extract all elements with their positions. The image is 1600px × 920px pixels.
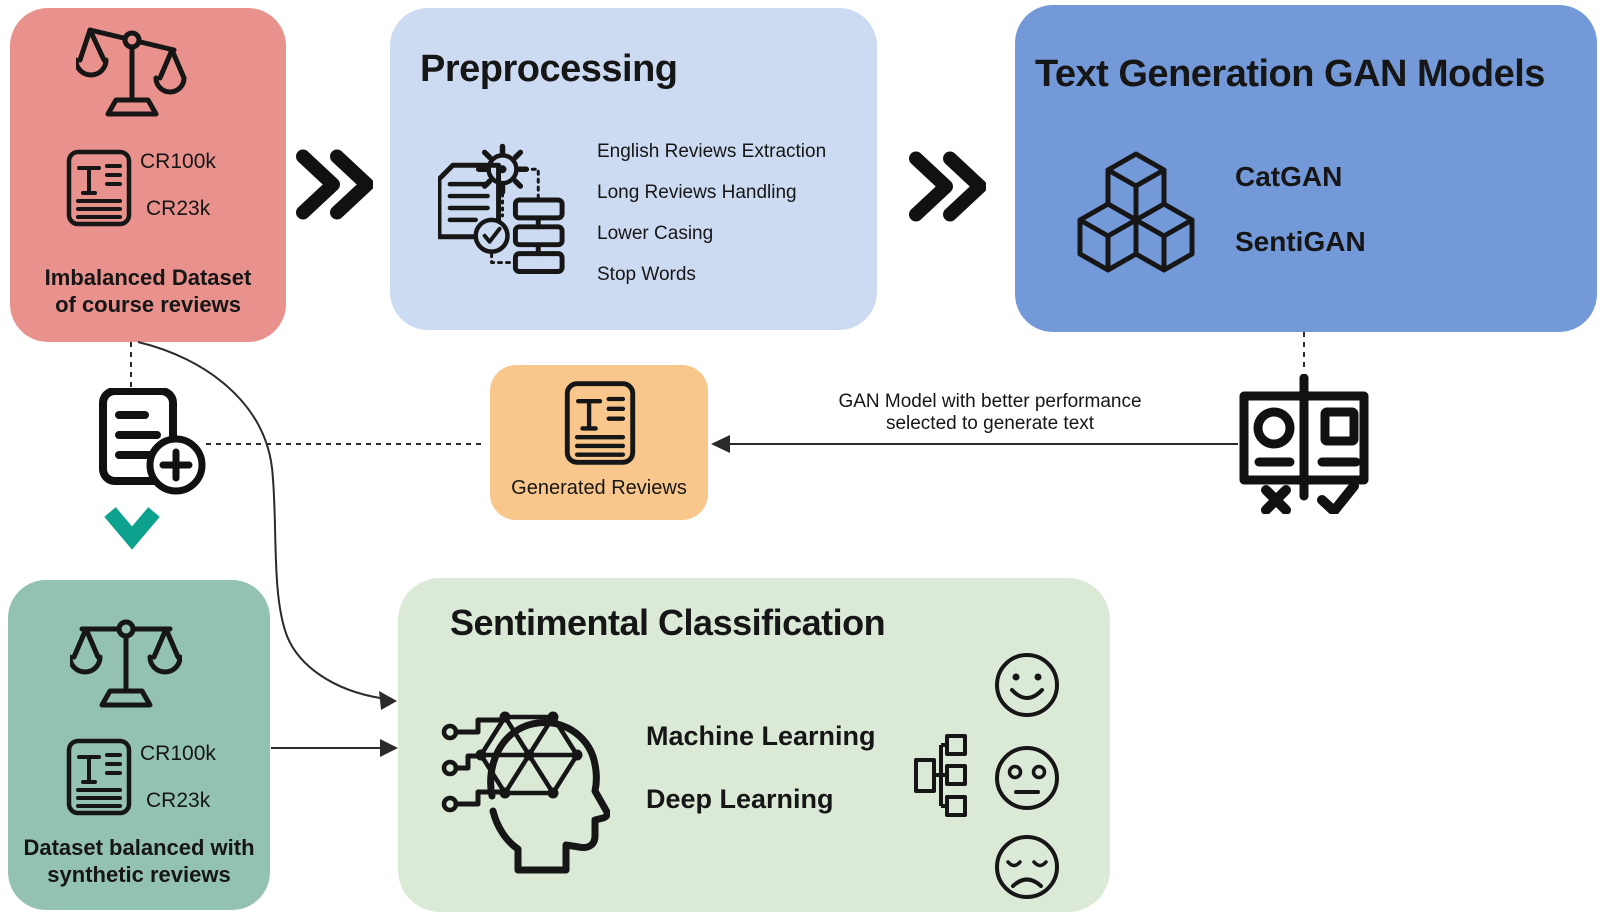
preprocessing-title: Preprocessing [420, 48, 678, 90]
imbalanced-caption: Imbalanced Dataset of course reviews [44, 265, 252, 317]
decision-tree-icon [914, 734, 967, 817]
arrowhead-curved [379, 691, 397, 710]
dataset-label: CR100k [140, 742, 216, 765]
down-chevron-icon [104, 507, 160, 550]
classification-method: Deep Learning [646, 784, 834, 814]
arrowhead-left [711, 435, 730, 453]
preprocessing-step: Stop Words [597, 264, 696, 285]
preprocessing-box: Preprocessing English Reviews Extractio [390, 8, 877, 330]
text-document-icon [66, 149, 132, 227]
preprocessing-step: Long Reviews Handling [597, 182, 797, 203]
sad-face-icon [995, 835, 1059, 899]
arrowhead-right [380, 739, 398, 757]
gan-model-list: CatGAN SentiGAN [1235, 160, 1366, 290]
flow-chevron-icon [296, 149, 373, 220]
model-selection-icon [1239, 374, 1369, 514]
flow-chevron-icon [909, 151, 986, 222]
cubes-icon [1077, 151, 1195, 273]
dataset-label: CR23k [146, 197, 211, 220]
document-add-icon [99, 388, 206, 495]
happy-face-icon [995, 653, 1059, 717]
gan-title: Text Generation GAN Models [1035, 53, 1545, 95]
neutral-face-icon [995, 746, 1059, 810]
gan-model-label: SentiGAN [1235, 226, 1366, 257]
preprocessing-steps: English Reviews Extraction Long Reviews … [597, 140, 826, 304]
head-network-icon [441, 711, 610, 874]
classification-title: Sentimental Classification [450, 602, 886, 643]
gan-models-box: Text Generation GAN Models CatGAN SentiG… [1015, 5, 1597, 332]
gan-model-label: CatGAN [1235, 161, 1343, 192]
balanced-scale-icon [70, 619, 182, 708]
classification-box: Sentimental Classification Machine Learn… [398, 578, 1110, 912]
selection-note: GAN Model with better performance select… [838, 391, 1142, 434]
text-document-icon [564, 381, 636, 465]
dataset-label: CR100k [140, 150, 216, 173]
preprocessing-gear-document-icon [438, 143, 565, 274]
preprocessing-step: Lower Casing [597, 223, 714, 244]
text-document-icon [66, 738, 132, 816]
imbalanced-scale-icon [76, 27, 187, 117]
dataset-label: CR23k [146, 789, 211, 812]
balanced-dataset-box: CR100k CR23k Dataset balanced with synth… [8, 580, 270, 910]
classification-methods: Machine Learning Deep Learning [646, 720, 876, 846]
preprocessing-step: English Reviews Extraction [597, 141, 827, 162]
balanced-caption: Dataset balanced with synthetic reviews [23, 835, 255, 887]
classification-method: Machine Learning [646, 721, 876, 751]
generated-reviews-caption: Generated Reviews [511, 477, 687, 499]
imbalanced-dataset-box: CR100k CR23k Imbalanced Dataset of cours… [10, 8, 286, 342]
generated-reviews-box: Generated Reviews [490, 365, 708, 520]
